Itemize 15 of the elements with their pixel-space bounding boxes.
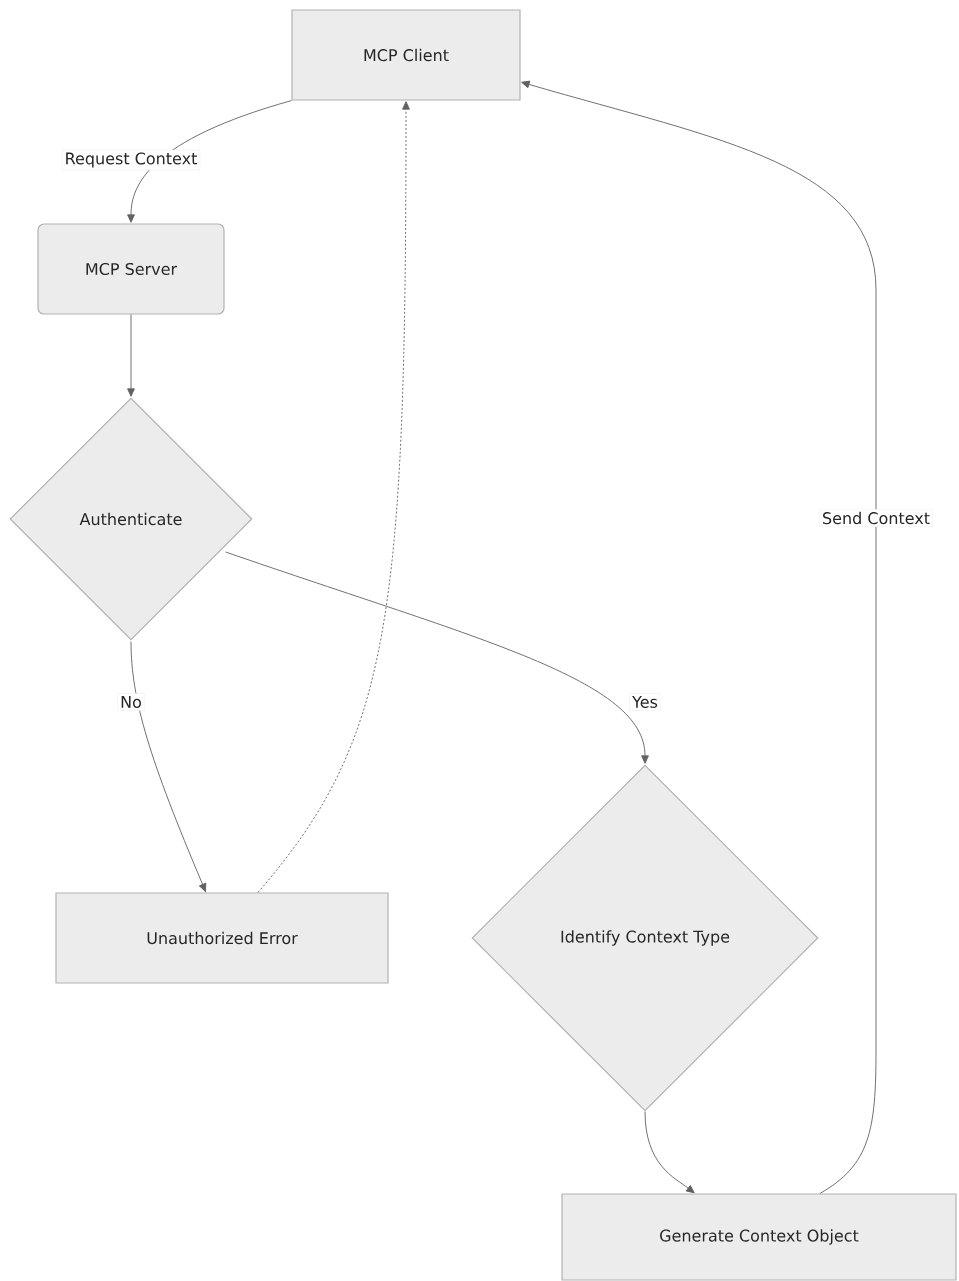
arrow — [130, 641, 207, 892]
edge-label: Request Context — [61, 149, 201, 171]
process-box: MCP Client — [291, 9, 521, 101]
process-box: MCP Server — [37, 223, 225, 315]
edge-label: Yes — [629, 693, 661, 711]
arrow — [521, 80, 877, 1194]
edge-label: Send Context — [819, 509, 933, 527]
edge-label: No — [117, 693, 145, 711]
process-box: Generate Context Object — [561, 1193, 957, 1281]
arrow — [225, 551, 649, 764]
process-box: Unauthorized Error — [55, 892, 389, 984]
arrow — [127, 314, 135, 397]
dashed-arrow — [257, 101, 410, 893]
arrow — [127, 100, 292, 223]
arrow — [644, 1111, 695, 1194]
